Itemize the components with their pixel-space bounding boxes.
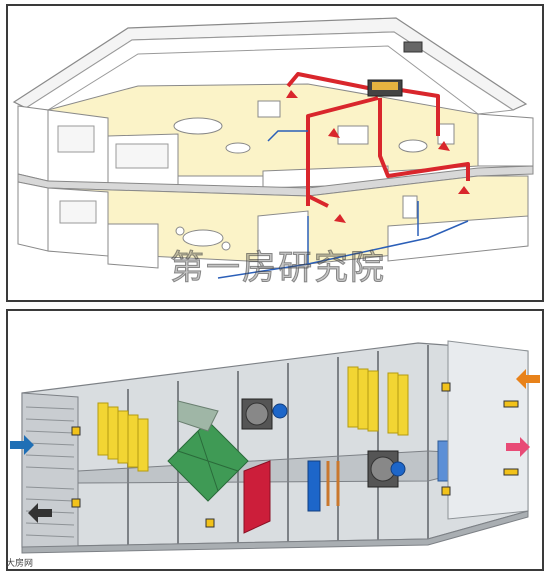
bathtub [337,125,369,145]
house-cutaway-icon [12,17,534,279]
heater-coil [243,460,271,534]
sofa [173,117,223,135]
window [59,200,97,224]
cooling-coil [307,460,321,512]
upper-wall-right [477,113,534,167]
control-sensors [71,382,519,528]
air-handling-unit-panel [6,309,544,571]
filter-stage-inlet [97,402,149,472]
upper-wall-left [17,105,49,182]
filter-stage-return [347,366,409,436]
table [398,139,428,153]
dining-table [182,229,224,247]
chair [221,241,231,251]
roof-vent-icon [403,41,423,53]
base-rail [21,510,529,554]
arrow-exhaust-out-icon [28,503,52,523]
arrow-return-air-in-icon [516,369,540,389]
site-logo: 大房网 [6,559,34,569]
ahu-inlet-face [21,392,79,552]
ventilation-unit-icon [367,79,403,97]
window [57,125,95,153]
ground-wall-front-d [387,215,529,262]
air-handling-unit-icon [10,340,540,554]
humidifier [326,461,340,506]
water-pipe-network [217,130,469,279]
cabinet [437,123,455,145]
house-ventilation-panel [6,4,544,302]
heat-exchanger [167,400,249,502]
window [115,143,169,169]
chair [175,226,185,236]
outlet-plenum [447,340,529,520]
air-flow-arrows [286,90,470,223]
table [225,142,251,154]
arrow-outdoor-air-in-icon [10,435,34,455]
ground-wall-front-c [257,210,309,269]
supply-duct-network [286,72,470,208]
arrow-supply-air-out-icon [506,437,530,457]
return-fan-icon [367,450,406,488]
ground-wall-left [17,181,49,252]
bed [257,100,281,118]
supply-fan-icon [241,398,288,430]
boiler [402,195,418,219]
ground-wall-front-b [107,223,159,269]
